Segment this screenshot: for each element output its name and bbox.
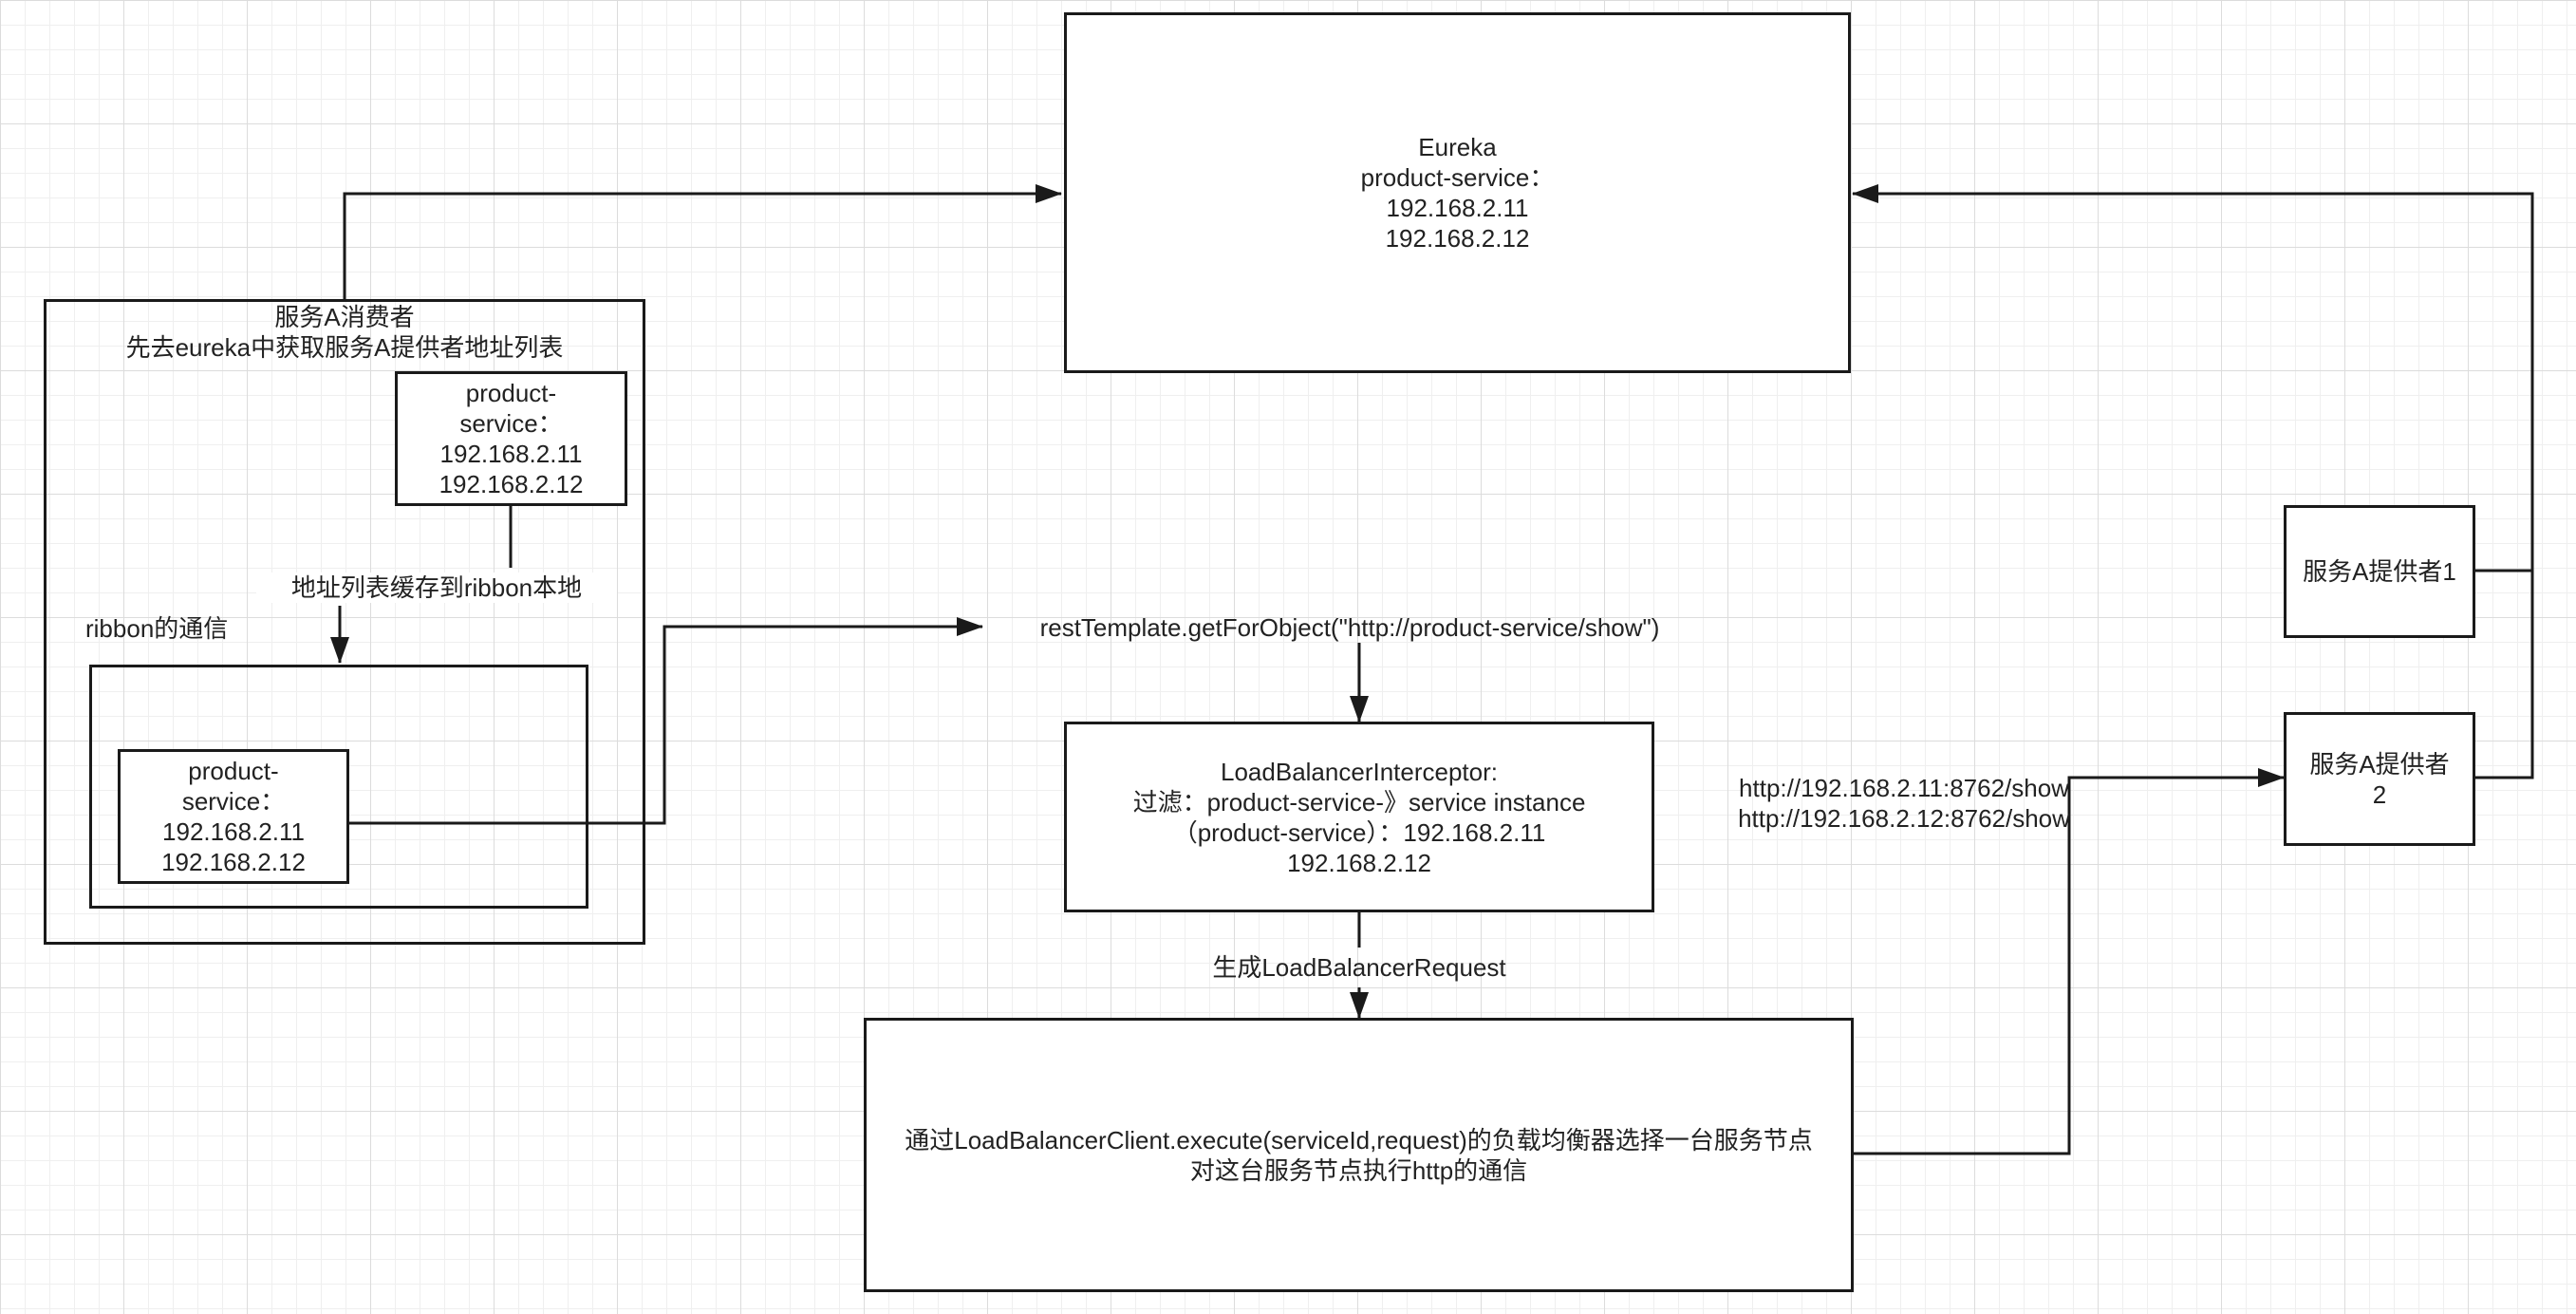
cache-address-text: product- service： 192.168.2.11 192.168.2… [439, 379, 584, 498]
generate-request-label: 生成LoadBalancerRequest [1212, 953, 1506, 982]
consumer-box[interactable] [44, 299, 645, 945]
provider2-to-eureka-arrow [1852, 184, 2534, 779]
loadbalancer-interceptor-box[interactable]: LoadBalancerInterceptor: 过滤：product-serv… [1064, 722, 1654, 912]
provider2-text: 服务A提供者 2 [2309, 749, 2450, 809]
client-to-provider2-arrow [1853, 768, 2285, 1155]
consumer-to-eureka-arrow [343, 184, 1062, 299]
provider2-box[interactable]: 服务A提供者 2 [2284, 712, 2475, 846]
ribbon-box[interactable] [89, 665, 588, 909]
eureka-server-box[interactable]: Eureka product-service： 192.168.2.11 192… [1064, 12, 1851, 373]
loadbalancer-client-text: 通过LoadBalancerClient.execute(serviceId,r… [905, 1125, 1813, 1185]
provider-urls-label: http://192.168.2.11:8762/show http://192… [1738, 774, 2070, 833]
cache-label: 地址列表缓存到ribbon本地 [256, 573, 617, 603]
resttemplate-call-label: restTemplate.getForObject("http://produc… [1039, 613, 1660, 642]
loadbalancer-interceptor-text: LoadBalancerInterceptor: 过滤：product-serv… [1132, 757, 1586, 877]
provider1-box[interactable]: 服务A提供者1 [2284, 505, 2475, 638]
loadbalancer-client-box[interactable]: 通过LoadBalancerClient.execute(serviceId,r… [864, 1018, 1854, 1292]
cache-address-box[interactable]: product- service： 192.168.2.11 192.168.2… [395, 371, 627, 506]
provider1-text: 服务A提供者1 [2303, 557, 2456, 586]
consumer-title: 服务A消费者 先去eureka中获取服务A提供者地址列表 [125, 303, 564, 362]
ribbon-label: ribbon的通信 [85, 614, 229, 643]
eureka-server-text: Eureka product-service： 192.168.2.11 192… [1360, 133, 1555, 253]
ribbon-inner-address-box[interactable]: product- service： 192.168.2.11 192.168.2… [118, 749, 349, 884]
ribbon-inner-address-text: product- service： 192.168.2.11 192.168.2… [161, 757, 306, 876]
